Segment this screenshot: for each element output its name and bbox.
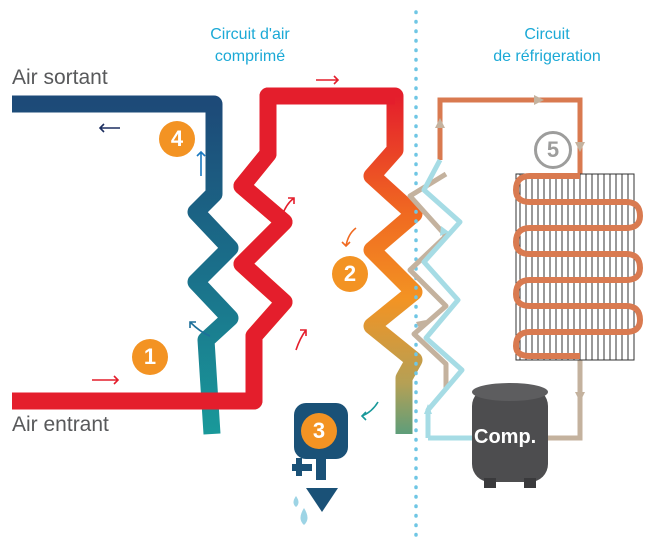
step-number-1: 1 [143,344,157,369]
direction-arrow-icon [92,75,379,421]
refrigerant-cold-line [421,158,465,438]
condenser [512,173,644,361]
step-number-5: 5 [546,137,560,162]
compressed-air-circuit-title: Circuit d'air comprimé [175,24,325,68]
step-badge-4: 4 [159,121,195,157]
refrigeration-circuit-title-line1: Circuit [524,26,570,43]
water-drop-icon [293,496,308,525]
step-number-2: 2 [343,261,357,286]
refrigerant-hot-line [437,97,583,176]
compressed-air-circuit-title-line2: comprimé [214,48,286,65]
refrigerant-arrow-icon [416,95,585,414]
air-in-label: Air entrant [12,413,109,436]
compressor [472,383,548,488]
step-badge-3: 3 [301,413,337,449]
step-number-4: 4 [170,126,184,151]
incoming-air-pipe-start [12,87,395,410]
refrigeration-circuit-title: Circuit de réfrigeration [472,24,622,68]
step-badge-2: 2 [332,256,368,292]
condenser-coil [512,173,644,359]
compressed-air-circuit-title-line1: Circuit d'air [210,26,290,43]
refrigeration-circuit [407,97,644,488]
step-number-3: 3 [312,418,326,443]
air-out-label: Air sortant [12,66,108,89]
step-badge-1: 1 [132,339,168,375]
refrigeration-circuit-title-line2: de réfrigeration [493,48,601,65]
drain-valve-icon [292,458,338,512]
refrigerant-from-compressor [548,358,583,441]
refrigerant-return-line [407,171,449,390]
step-badge-5: 5 [534,131,572,169]
compressor-label: Comp. [474,426,537,448]
outgoing-air-pipe [12,95,239,435]
